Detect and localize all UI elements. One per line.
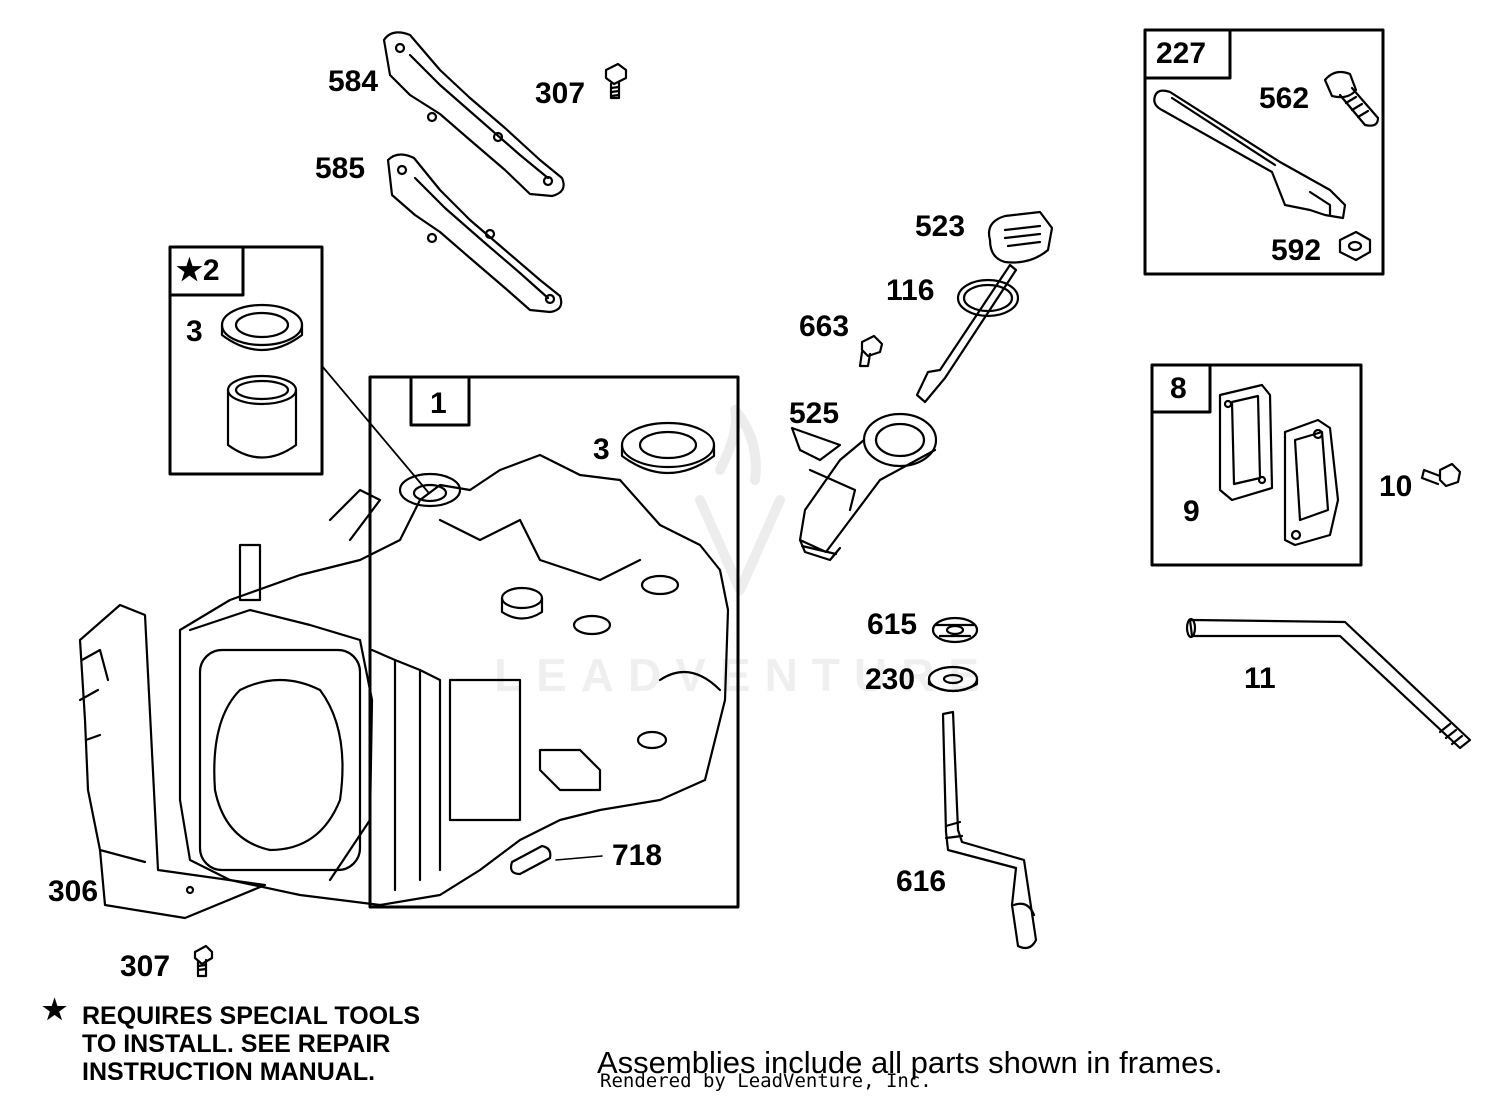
frame-8 <box>1150 363 1363 567</box>
gasket-585-drawing <box>386 153 563 314</box>
note-line-3: INSTRUCTION MANUAL. <box>82 1058 376 1086</box>
callout-116: 116 <box>886 274 935 307</box>
rendered-by-credit: Rendered by LeadVenture, Inc. <box>600 1070 932 1092</box>
bracket-227-drawing <box>1153 89 1347 220</box>
cylinder-block-drawing <box>178 453 730 907</box>
callout-10: 10 <box>1379 470 1413 503</box>
nut-592-drawing <box>1338 230 1372 262</box>
gasket-584-drawing <box>382 31 565 198</box>
frame-8-number: 8 <box>1170 372 1187 405</box>
dipstick-tube-525-drawing <box>790 412 938 562</box>
callout-584: 584 <box>328 65 379 98</box>
callout-306: 306 <box>48 875 99 908</box>
callout-663: 663 <box>799 310 850 343</box>
callout-11: 11 <box>1244 662 1276 695</box>
callout-585: 585 <box>315 152 366 185</box>
frame-2-number: 2 <box>202 254 220 287</box>
callout-523: 523 <box>915 210 966 243</box>
frame-2 <box>168 245 324 476</box>
seal-drawing <box>220 303 304 352</box>
seal-3-drawing <box>620 421 716 474</box>
frame-8-tab <box>1150 363 1212 414</box>
frame-227-tab <box>1143 28 1232 80</box>
dipstick-cap-523-drawing <box>987 210 1054 264</box>
leader-line-seal <box>321 365 429 493</box>
special-tools-note: REQUIRES SPECIAL TOOLS TO INSTALL. SEE R… <box>82 1002 420 1086</box>
breather-cover-drawing <box>1283 418 1340 547</box>
bolt-307-bottom-drawing <box>193 944 214 978</box>
frame-2-label: ★2 <box>176 256 220 286</box>
star-icon: ★ <box>176 254 203 287</box>
shroud-306-drawing <box>78 603 267 920</box>
dipstick-rod-drawing <box>915 263 1018 404</box>
gasket-9-drawing <box>1218 383 1274 502</box>
washer-615-drawing <box>931 616 979 644</box>
note-line-1: REQUIRES SPECIAL TOOLS <box>82 1002 421 1030</box>
watermark-emblem <box>695 405 785 595</box>
callout-3-frame1: 3 <box>593 433 610 466</box>
callout-616: 616 <box>896 865 947 898</box>
frame-1 <box>368 375 740 909</box>
note-line-2: TO INSTALL. SEE REPAIR <box>82 1030 391 1058</box>
washer-230-drawing <box>927 665 979 693</box>
frame-2-tab <box>168 245 245 297</box>
callout-230: 230 <box>865 663 916 696</box>
frame-227-number: 227 <box>1156 37 1207 70</box>
watermark-text: LEADVENTURE <box>494 649 994 701</box>
governor-shaft-616-drawing <box>941 710 1038 950</box>
callout-592: 592 <box>1271 234 1322 267</box>
bushing-drawing <box>226 374 298 459</box>
assemblies-note: Assemblies include all parts shown in fr… <box>597 1045 1223 1080</box>
bolt-562-drawing <box>1323 70 1380 127</box>
frame-227 <box>1143 28 1385 276</box>
callout-307-top: 307 <box>535 77 586 110</box>
frame-1-tab <box>409 375 471 427</box>
frame-1-number: 1 <box>430 387 447 420</box>
callout-525: 525 <box>789 397 840 430</box>
screw-10-drawing <box>1420 462 1462 488</box>
callout-3-seal: 3 <box>186 315 203 348</box>
callout-615: 615 <box>867 608 918 641</box>
bolt-307-top-drawing <box>604 62 628 100</box>
breather-tube-11-drawing <box>1185 617 1472 750</box>
callout-718: 718 <box>612 839 663 872</box>
callout-562: 562 <box>1259 82 1310 115</box>
star-icon: ★ <box>42 994 68 1025</box>
callout-9: 9 <box>1183 495 1200 528</box>
screw-663-drawing <box>858 334 884 368</box>
callout-307-bottom: 307 <box>120 950 171 983</box>
dowel-718-drawing <box>509 844 603 876</box>
